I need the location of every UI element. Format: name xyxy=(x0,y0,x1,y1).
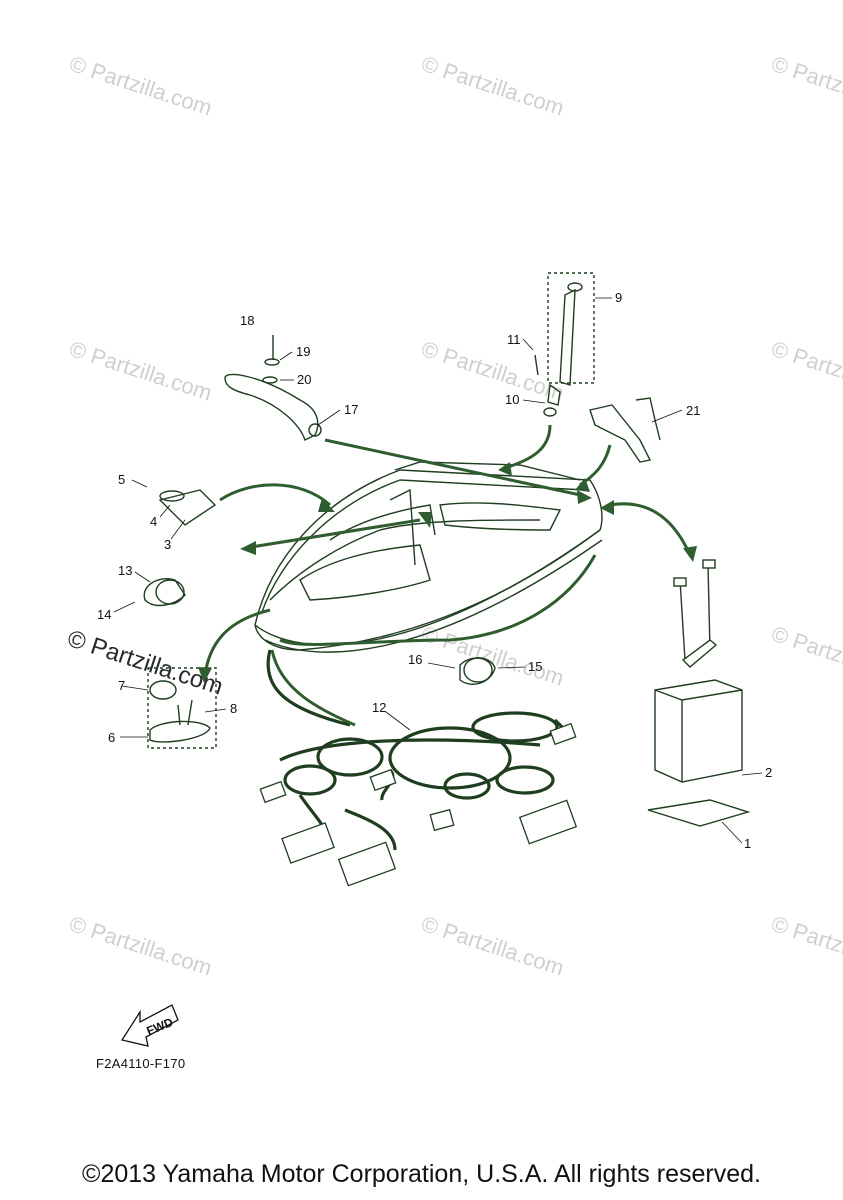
small-parts xyxy=(143,272,661,749)
callout-5: 5 xyxy=(118,472,125,487)
copyright-notice: ©2013 Yamaha Motor Corporation, U.S.A. A… xyxy=(82,1160,761,1188)
callout-8: 8 xyxy=(230,701,237,716)
battery-assembly xyxy=(647,559,751,827)
callout-10: 10 xyxy=(505,392,519,407)
callout-9: 9 xyxy=(615,290,622,305)
watermark: © Partzilla.com xyxy=(418,911,567,981)
callout-19: 19 xyxy=(296,344,310,359)
callout-3: 3 xyxy=(164,537,171,552)
watermark: © Partzilla.com xyxy=(768,911,843,981)
watermark: © Partzilla.com xyxy=(66,51,215,121)
callout-4: 4 xyxy=(150,514,157,529)
callout-20: 20 xyxy=(297,372,311,387)
callout-1: 1 xyxy=(744,836,751,851)
callout-18: 18 xyxy=(240,313,254,328)
callout-12: 12 xyxy=(372,700,386,715)
watermark: © Partzilla.com xyxy=(418,336,567,406)
watermark: © Partzilla.com xyxy=(768,336,843,406)
watermark: © Partzilla.com xyxy=(768,51,843,121)
callout-6: 6 xyxy=(108,730,115,745)
callout-16: 16 xyxy=(408,652,422,667)
callout-11: 11 xyxy=(507,332,521,347)
fwd-arrow-icon: FWD xyxy=(120,1004,179,1047)
callout-15: 15 xyxy=(528,659,542,674)
connectors xyxy=(259,722,578,887)
watermarks: © Partzilla.com © Partzilla.com © Partzi… xyxy=(64,51,843,981)
diagram-code: F2A4110-F170 xyxy=(96,1056,186,1071)
callout-14: 14 xyxy=(97,607,111,622)
watermark: © Partzilla.com xyxy=(66,336,215,406)
callout-13: 13 xyxy=(118,563,132,578)
assembly-arrows xyxy=(203,424,692,727)
callout-21: 21 xyxy=(686,403,700,418)
callout-7: 7 xyxy=(118,678,125,693)
arrowheads xyxy=(198,462,697,683)
callout-17: 17 xyxy=(344,402,358,417)
watermark: © Partzilla.com xyxy=(66,911,215,981)
watermark: © Partzilla.com xyxy=(768,621,843,691)
leader-lines xyxy=(113,297,763,844)
watermark: © Partzilla.com xyxy=(418,51,567,121)
callout-2: 2 xyxy=(765,765,772,780)
callouts: 1 2 3 4 5 6 7 8 9 10 11 12 13 14 15 16 1… xyxy=(97,290,772,851)
